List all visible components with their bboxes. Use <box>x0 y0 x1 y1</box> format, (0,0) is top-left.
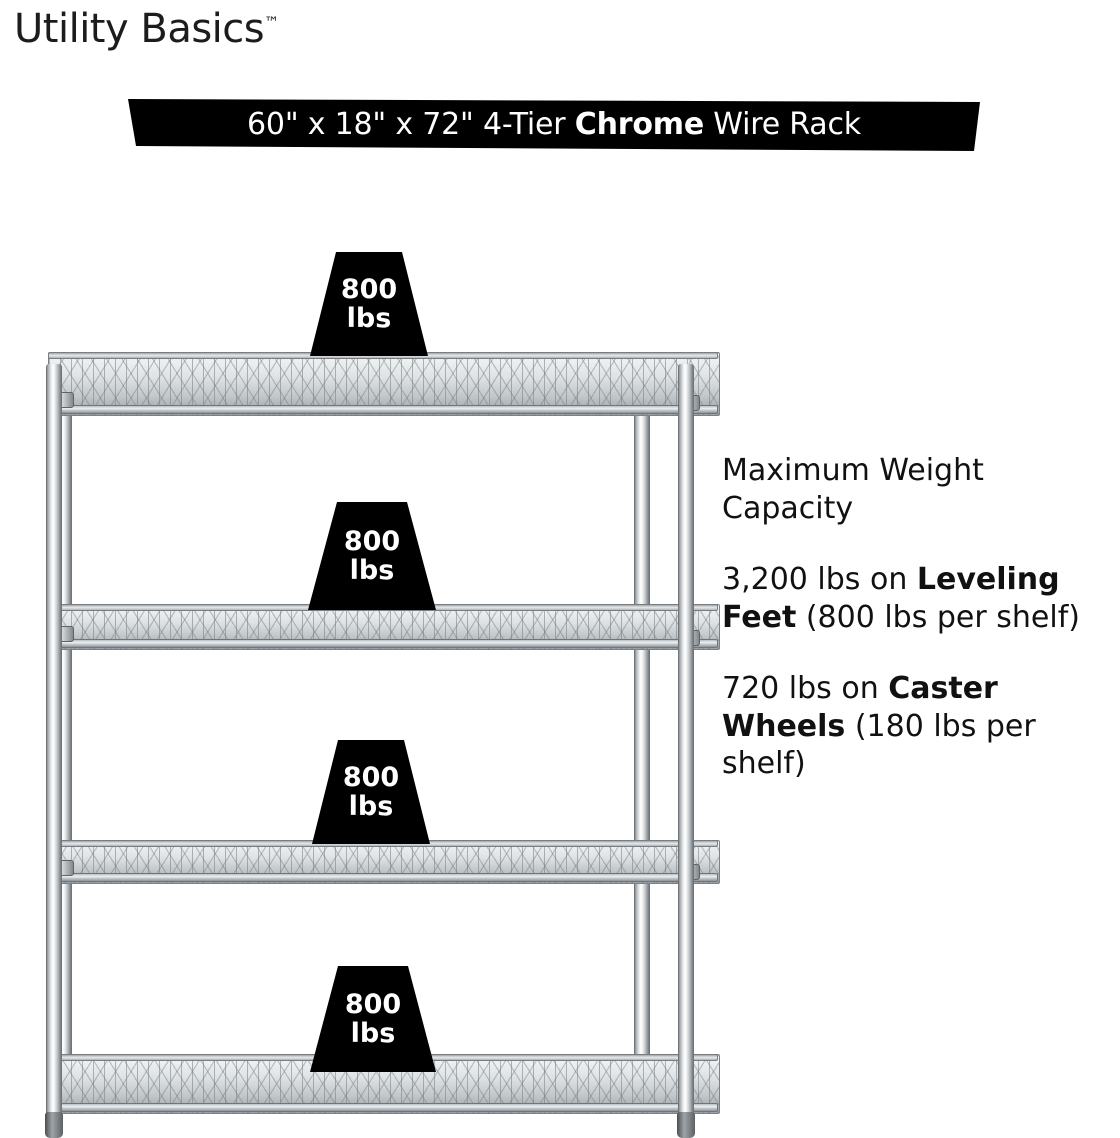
banner-title-emphasis: Chrome <box>574 106 704 142</box>
caster-tail: (180 lbs per shelf) <box>722 708 1036 782</box>
leveling-bold: Leveling Feet <box>722 562 1060 635</box>
capacity-badge-value: 800 <box>343 525 401 557</box>
capacity-badge-unit: lbs <box>346 303 392 334</box>
capacity-badge-tier-4: 800 lbs <box>310 966 436 1072</box>
banner-title: 60" x 18" x 72" 4-Tier Chrome Wire Rack <box>247 107 861 142</box>
leveling-feet-capacity: 3,200 lbs on Leveling Feet (800 lbs per … <box>722 561 1114 636</box>
leveling-foot-front-left <box>45 1112 63 1138</box>
shelf-front-rail <box>48 639 718 648</box>
capacity-badge-unit: lbs <box>348 791 394 822</box>
caster-bold: Caster Wheels <box>722 671 998 744</box>
shelf-tier-1 <box>48 352 720 416</box>
leveling-tail: (800 lbs per shelf) <box>796 599 1080 635</box>
capacity-badge-unit: lbs <box>349 555 395 586</box>
brand-wordmark: Utility Basics™ <box>14 6 279 52</box>
shelf-front-rail <box>48 1103 718 1112</box>
title-banner: 60" x 18" x 72" 4-Tier Chrome Wire Rack <box>128 99 980 151</box>
wire-rack-illustration: 800 lbs 800 lbs 800 lbs 800 lbs <box>34 252 720 1138</box>
caster-lead: 720 lbs on <box>722 671 889 706</box>
rack-post-back-right <box>634 354 650 1100</box>
trademark-symbol: ™ <box>264 13 280 32</box>
capacity-badge-value: 800 <box>344 988 402 1020</box>
rack-post-front-right <box>678 364 694 1116</box>
capacity-copy: Maximum Weight Capacity 3,200 lbs on Lev… <box>722 452 1114 817</box>
brand-name: Utility Basics <box>14 6 265 52</box>
rack-post-front-left <box>46 364 62 1116</box>
banner-title-suffix: Wire Rack <box>703 106 861 142</box>
shelf-front-rail <box>48 873 718 882</box>
capacity-badge-tier-1: 800 lbs <box>310 252 428 356</box>
capacity-badge-tier-2: 800 lbs <box>308 502 436 610</box>
capacity-badge-value: 800 <box>342 761 400 793</box>
caster-wheels-capacity: 720 lbs on Caster Wheels (180 lbs per sh… <box>722 670 1114 783</box>
shelf-tier-2 <box>48 604 720 650</box>
banner-title-prefix: 60" x 18" x 72" 4-Tier <box>247 106 575 142</box>
shelf-tier-3 <box>48 840 720 884</box>
capacity-badge-tier-3: 800 lbs <box>312 740 430 844</box>
shelf-front-rail <box>48 405 718 414</box>
leveling-lead: 3,200 lbs on <box>722 562 917 597</box>
capacity-badge-unit: lbs <box>350 1018 396 1049</box>
capacity-heading: Maximum Weight Capacity <box>722 453 984 526</box>
leveling-foot-front-right <box>677 1112 695 1138</box>
capacity-badge-value: 800 <box>340 273 398 305</box>
